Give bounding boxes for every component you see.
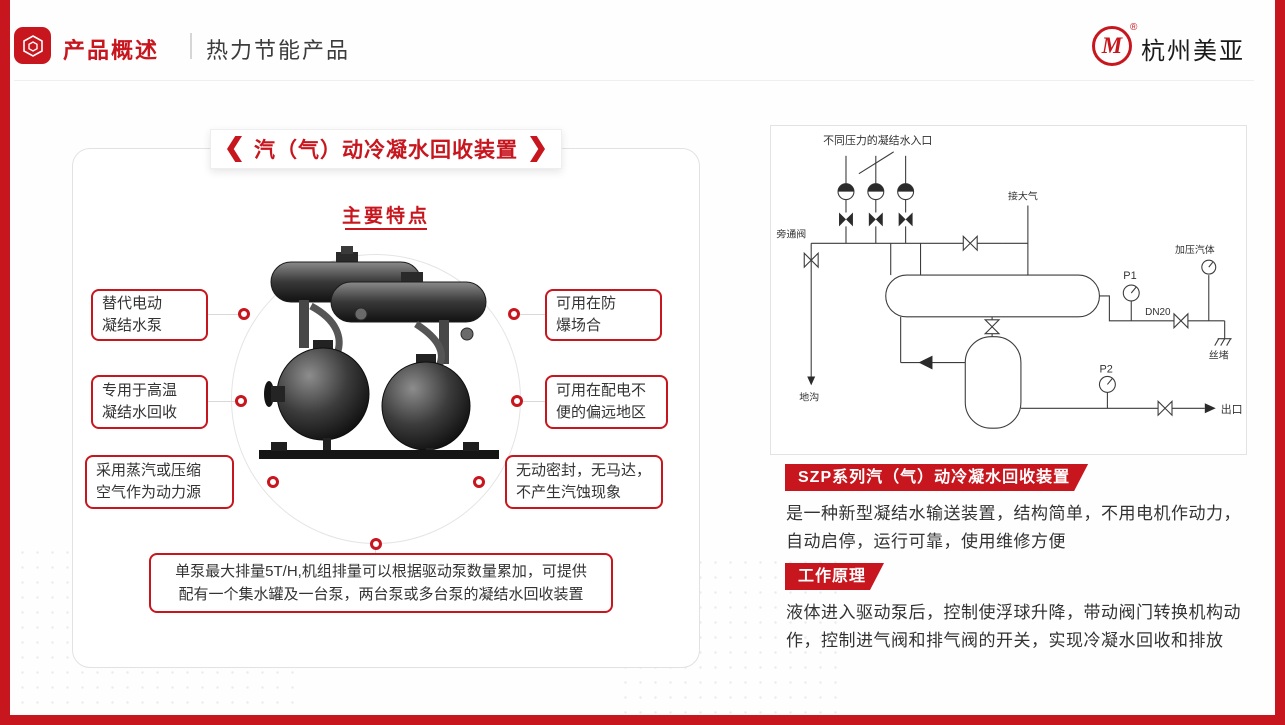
connector-line	[523, 401, 545, 402]
brand-logo-letter: M	[1101, 33, 1123, 58]
chevron-left-icon	[227, 136, 242, 162]
label-plug: 丝堵	[1209, 349, 1229, 362]
page-title: 产品概述	[63, 38, 160, 63]
piping-diagram: 不同压力的凝结水入口 旁通阀 接大气 P1 DN20 丝堵 加压汽体 地沟 P2…	[770, 125, 1247, 455]
feature-box-no-dynamic-seal: 无动密封，无马达， 不产生汽蚀现象	[505, 455, 663, 509]
connector-line	[520, 314, 545, 315]
section-title-szp-series: SZP系列汽（气）动冷凝水回收装置	[785, 464, 1088, 491]
registered-mark: ®	[1130, 22, 1138, 33]
connector-line	[208, 401, 235, 402]
feature-box-steam-or-compressed-air: 采用蒸汽或压缩 空气作为动力源	[85, 455, 234, 509]
brand-name: 杭州美亚	[1141, 38, 1245, 65]
label-dn20: DN20	[1145, 307, 1171, 318]
connector-ring	[238, 308, 250, 320]
section-body-working-principle: 液体进入驱动泵后，控制使浮球升降，带动阀门转换机构动作，控制进气阀和排气阀的开关…	[786, 603, 1241, 651]
label-to-atmosphere: 接大气	[1008, 190, 1038, 203]
feature-box-high-temp-recovery: 专用于高温 凝结水回收	[91, 375, 208, 429]
header-divider	[190, 33, 192, 59]
label-inlet: 不同压力的凝结水入口	[823, 133, 932, 147]
piping-lines	[803, 151, 1232, 429]
diagram-labels: 不同压力的凝结水入口 旁通阀 接大气 P1 DN20 丝堵 加压汽体 地沟 P2…	[776, 133, 1242, 416]
capacity-note-box: 单泵最大排量5T/H,机组排量可以根据驱动泵数量累加，可提供 配有一个集水罐及一…	[149, 553, 613, 613]
connector-ring	[370, 538, 382, 550]
device-title-banner: 汽（气）动冷凝水回收装置	[210, 129, 562, 169]
right-red-border	[1275, 0, 1285, 725]
feature-box-remote-areas: 可用在配电不 便的偏远地区	[545, 375, 668, 429]
connector-line	[208, 314, 238, 315]
label-outlet: 出口	[1221, 402, 1243, 416]
left-red-border	[0, 0, 10, 725]
connector-ring	[473, 476, 485, 488]
brand-logo-icon: M	[1092, 26, 1132, 66]
label-pressurized-gas: 加压汽体	[1175, 243, 1215, 256]
header-underline	[14, 80, 1254, 81]
hexagon-icon	[22, 34, 43, 57]
device-title: 汽（气）动冷凝水回收装置	[254, 139, 518, 162]
section-title-working-principle: 工作原理	[785, 563, 884, 590]
bottom-red-bar	[0, 715, 1285, 725]
features-card: 汽（气）动冷凝水回收装置 主要特点	[72, 129, 700, 668]
features-heading-underline	[345, 228, 427, 230]
connector-ring	[267, 476, 279, 488]
chevron-right-icon	[530, 136, 545, 162]
features-heading: 主要特点	[341, 206, 430, 227]
feature-box-replace-electric-pump: 替代电动 凝结水泵	[91, 289, 208, 341]
label-floor-drain: 地沟	[799, 390, 819, 403]
connector-ring	[235, 395, 247, 407]
product-cube-icon	[14, 27, 51, 64]
label-p2: P2	[1099, 363, 1112, 375]
feature-box-explosion-proof: 可用在防 爆场合	[545, 289, 662, 341]
label-p1: P1	[1123, 270, 1136, 282]
connector-line	[375, 549, 376, 553]
connector-ring	[511, 395, 523, 407]
connector-ring	[508, 308, 520, 320]
product-photo	[241, 244, 511, 484]
condensate-pump-illustration	[259, 246, 499, 459]
section-body-szp-series: 是一种新型凝结水输送装置，结构简单，不用电机作动力，自动启停，运行可靠，使用维修…	[786, 504, 1241, 552]
piping-schematic-svg: 不同压力的凝结水入口 旁通阀 接大气 P1 DN20 丝堵 加压汽体 地沟 P2…	[776, 133, 1243, 429]
label-bypass-valve: 旁通阀	[776, 227, 806, 240]
pump-skid	[259, 246, 499, 459]
page-subtitle: 热力节能产品	[206, 38, 351, 63]
